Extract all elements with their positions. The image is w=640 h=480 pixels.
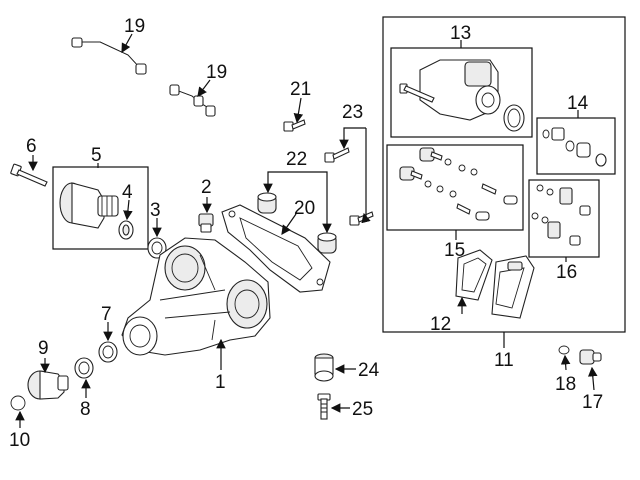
gasket-12: [455, 249, 493, 301]
actuator-13: [399, 59, 525, 132]
callout-2: 2: [201, 177, 212, 198]
bushing-22a: [257, 192, 277, 214]
callout-13: 13: [450, 23, 471, 44]
bolt-21: [283, 119, 306, 132]
bushing-22b: [317, 232, 337, 254]
callout-14: 14: [567, 93, 589, 114]
group-box-15: [386, 144, 524, 231]
callout-4: 4: [122, 182, 133, 203]
callout-19-lower: 19: [206, 62, 227, 83]
callout-24: 24: [358, 360, 380, 381]
callout-17: 17: [582, 392, 603, 413]
output-flange-5: [59, 182, 119, 229]
mount-24: [314, 353, 334, 382]
bolt-6: [10, 163, 48, 187]
fittings-14: [542, 127, 607, 167]
seal-8: [74, 357, 94, 379]
callout-10: 10: [9, 430, 30, 451]
group-box-5: [52, 166, 149, 250]
control-unit: [491, 255, 535, 319]
bolt-23a: [324, 147, 350, 163]
seal-kit-15: [399, 147, 518, 221]
callout-21: 21: [290, 79, 311, 100]
clip-10: [10, 395, 26, 411]
callout-3: 3: [150, 200, 161, 221]
callout-9: 9: [38, 338, 49, 359]
bolt-25: [317, 393, 331, 420]
sensors-16: [531, 184, 591, 246]
group-box-14: [536, 117, 616, 175]
joint-9: [27, 370, 69, 400]
callout-8: 8: [80, 399, 91, 420]
vent-tube-upper: [71, 37, 147, 75]
differential-housing-1: [121, 237, 271, 356]
bolt-23b: [349, 211, 374, 226]
callout-16: 16: [556, 262, 577, 283]
callout-15: 15: [444, 240, 465, 261]
seal-4: [118, 220, 134, 240]
plug-2: [198, 213, 214, 233]
callout-22: 22: [286, 149, 307, 170]
callout-5: 5: [91, 145, 102, 166]
callout-12: 12: [430, 314, 451, 335]
callout-25: 25: [352, 399, 373, 420]
seal-7: [98, 341, 118, 363]
mount-bracket-20: [221, 204, 331, 293]
callout-6: 6: [26, 136, 37, 157]
leader-lines: [15, 33, 598, 428]
callout-7: 7: [101, 304, 112, 325]
sensor-17: [579, 349, 602, 365]
callout-23: 23: [342, 102, 363, 123]
oring-18: [558, 345, 570, 355]
callout-11: 11: [494, 350, 514, 371]
group-box-16: [528, 179, 600, 258]
callout-19-upper: 19: [124, 16, 145, 37]
vent-tube-lower: [169, 84, 216, 117]
callout-20: 20: [294, 198, 315, 219]
seal-3: [147, 237, 167, 259]
callout-18: 18: [555, 374, 576, 395]
callout-1: 1: [215, 372, 226, 393]
